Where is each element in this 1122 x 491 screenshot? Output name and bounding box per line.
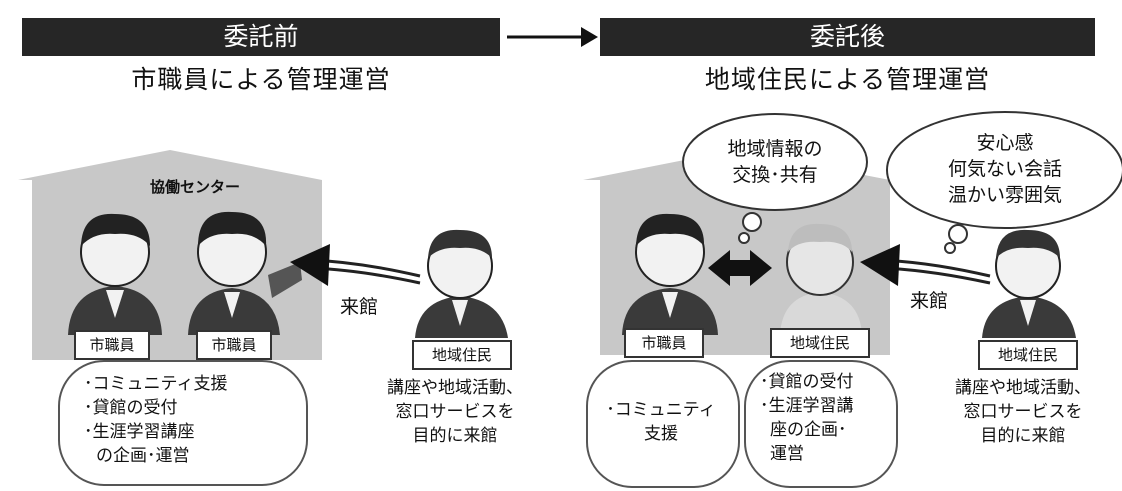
bubble-right-line-2: 何気ない会話: [947, 158, 1062, 180]
before-duties-oval: [58, 360, 308, 486]
before-duty-2: ･貸館の受付: [84, 398, 178, 418]
after-header: 委託後: [809, 22, 885, 51]
bubble-left-line-1: 地域情報の: [727, 138, 823, 160]
after-header-bar: 委託後: [600, 18, 1095, 56]
after-resident-duty-4: 運営: [770, 444, 804, 464]
before-duty-4: の企画･運営: [96, 446, 190, 466]
staff-figure-2: [188, 211, 302, 335]
before-subtitle: 市職員による管理運営: [131, 65, 391, 94]
after-subtitle: 地域住民による管理運営: [704, 65, 991, 94]
bubble-left: 地域情報の 交換･共有: [690, 136, 860, 188]
before-purpose-2: 窓口サービスを: [395, 402, 515, 422]
after-staff-duty-1: ･コミュニティ: [606, 400, 716, 420]
bubble-right-line-3: 温かい雰囲気: [947, 184, 1062, 206]
before-duty-1: ･コミュニティ支援: [84, 374, 228, 394]
staff-figure-1: [68, 213, 162, 335]
after-visitor-purpose: 講座や地域活動、 窓口サービスを 目的に来館: [928, 376, 1118, 448]
before-header: 委託前: [223, 22, 299, 51]
before-staff-label-1: 市職員: [74, 330, 150, 360]
before-duties: ･コミュニティ支援 ･貸館の受付 ･生涯学習講座 の企画･運営: [84, 372, 294, 468]
after-staff-duty-2: 支援: [644, 424, 678, 444]
visitor-figure-after: [982, 229, 1076, 338]
visit-arrow-before: [290, 244, 421, 286]
after-resident-duties: ･貸館の受付 ･生涯学習講 座の企画･ 運営: [760, 370, 888, 466]
after-visitor-label: 地域住民: [978, 340, 1078, 370]
after-purpose-2: 窓口サービスを: [963, 402, 1083, 422]
after-staff-duties: ･コミュニティ 支援: [596, 398, 726, 446]
staff-figure-after: [622, 213, 718, 335]
after-resident-label: 地域住民: [770, 328, 870, 358]
house-title: 協働センター: [149, 178, 240, 196]
before-staff-label-2: 市職員: [196, 330, 272, 360]
after-resident-duty-3: 座の企画･: [770, 420, 847, 440]
transition-arrow: [507, 27, 598, 47]
before-visitor-label: 地域住民: [412, 340, 512, 370]
after-purpose-3: 目的に来館: [980, 426, 1066, 446]
resident-figure-after: [780, 223, 862, 335]
bubble-right: 安心感 何気ない会話 温かい雰囲気: [900, 130, 1110, 208]
after-resident-duties-oval: [744, 360, 898, 488]
before-purpose-1: 講座や地域活動、: [387, 378, 523, 398]
exchange-double-arrow: [708, 250, 772, 286]
after-visit-label: 来館: [910, 290, 949, 312]
before-visitor-purpose: 講座や地域活動、 窓口サービスを 目的に来館: [360, 376, 550, 448]
bubble-right-line-1: 安心感: [976, 132, 1034, 154]
after-resident-duty-1: ･貸館の受付: [760, 372, 854, 392]
after-staff-label: 市職員: [624, 328, 704, 358]
after-purpose-1: 講座や地域活動、: [955, 378, 1091, 398]
visit-arrow-after: [860, 244, 991, 286]
before-visit-label: 来館: [340, 296, 379, 318]
after-resident-duty-2: ･生涯学習講: [760, 396, 854, 416]
after-staff-duties-oval: [586, 360, 740, 488]
visitor-figure-before: [415, 229, 508, 338]
before-purpose-3: 目的に来館: [412, 426, 498, 446]
bubble-left-line-2: 交換･共有: [732, 164, 818, 186]
before-header-bar: 委託前: [22, 18, 500, 56]
before-duty-3: ･生涯学習講座: [84, 422, 195, 442]
